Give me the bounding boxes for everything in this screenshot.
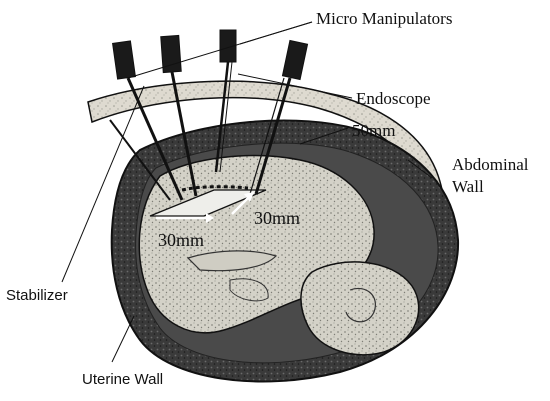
label-workspace-width: 30mm — [158, 230, 204, 250]
leader-micro-manipulators-2 — [240, 22, 312, 44]
label-abdominal-wall-line2: Wall — [452, 177, 484, 196]
label-micro-manipulators: Micro Manipulators — [316, 9, 452, 28]
label-workspace-height: 30mm — [254, 208, 300, 228]
label-abdominal-wall-line1: Abdominal — [452, 155, 529, 174]
label-endoscope: Endoscope — [356, 89, 431, 108]
label-depth: 50mm — [352, 121, 395, 140]
label-uterine-wall: Uterine Wall — [82, 371, 163, 388]
leader-uterine-wall — [112, 316, 134, 362]
label-stabilizer: Stabilizer — [6, 287, 68, 304]
